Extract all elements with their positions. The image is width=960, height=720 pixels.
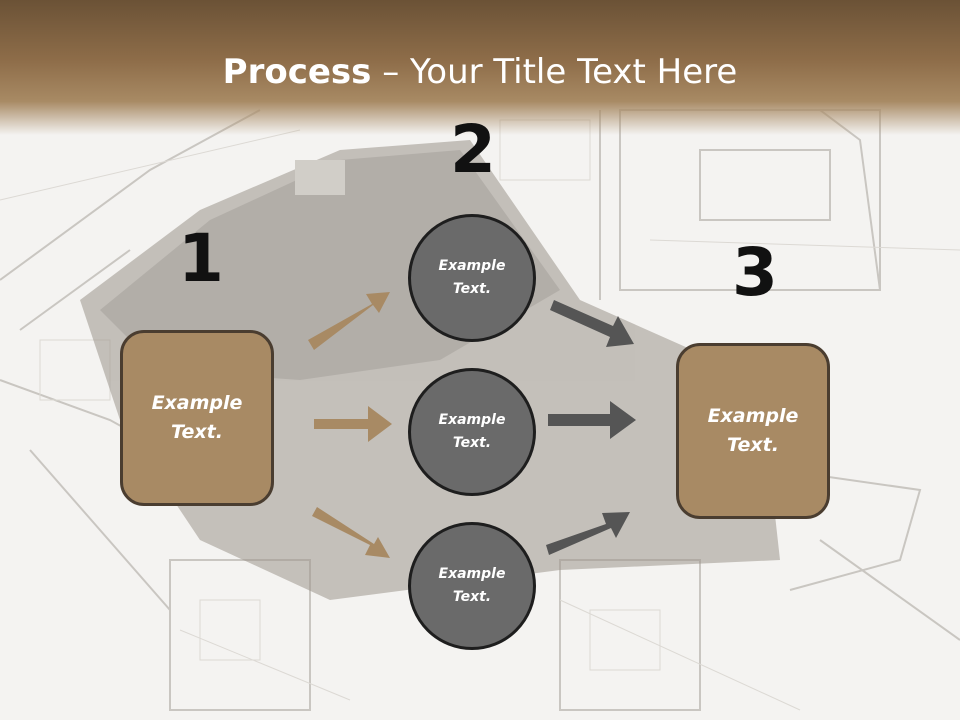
- title-separator: –: [371, 52, 411, 92]
- circle-bottom-line2: Text.: [452, 589, 492, 605]
- step-3-line1: Example: [707, 405, 799, 427]
- step-1-box[interactable]: Example Text.: [120, 330, 274, 506]
- slide-title: Process – Your Title Text Here: [0, 52, 960, 92]
- circle-bottom-line1: Example: [438, 566, 506, 582]
- circle-middle-line1: Example: [438, 412, 506, 428]
- step-1-line2: Text.: [171, 421, 223, 443]
- step-number-3: 3: [732, 234, 778, 311]
- circle-middle-line2: Text.: [452, 435, 492, 451]
- circle-top-line2: Text.: [452, 281, 492, 297]
- step-number-1: 1: [178, 220, 224, 297]
- circle-middle-text: Example Text.: [439, 409, 506, 455]
- title-text: Your Title Text Here: [410, 52, 738, 92]
- arrow-right-mid: [548, 401, 636, 439]
- step-3-line2: Text.: [727, 434, 779, 456]
- title-bar: [0, 0, 960, 135]
- step-1-text: Example Text.: [152, 389, 243, 447]
- circle-bottom-text: Example Text.: [439, 563, 506, 609]
- arrow-left-mid: [314, 406, 392, 442]
- circle-top-line1: Example: [438, 258, 506, 274]
- arrow-left-up: [308, 292, 390, 350]
- arrow-left-down: [312, 507, 390, 558]
- arrow-right-up: [550, 300, 634, 347]
- step-1-line1: Example: [151, 392, 243, 414]
- arrow-right-down: [546, 512, 630, 555]
- step-3-text: Example Text.: [708, 402, 799, 460]
- title-bold: Process: [222, 52, 372, 92]
- circle-top-text: Example Text.: [439, 255, 506, 301]
- step-3-box[interactable]: Example Text.: [676, 343, 830, 519]
- step-2-circle-bottom[interactable]: Example Text.: [408, 522, 536, 650]
- step-2-circle-middle[interactable]: Example Text.: [408, 368, 536, 496]
- step-2-circle-top[interactable]: Example Text.: [408, 214, 536, 342]
- step-number-2: 2: [450, 111, 496, 188]
